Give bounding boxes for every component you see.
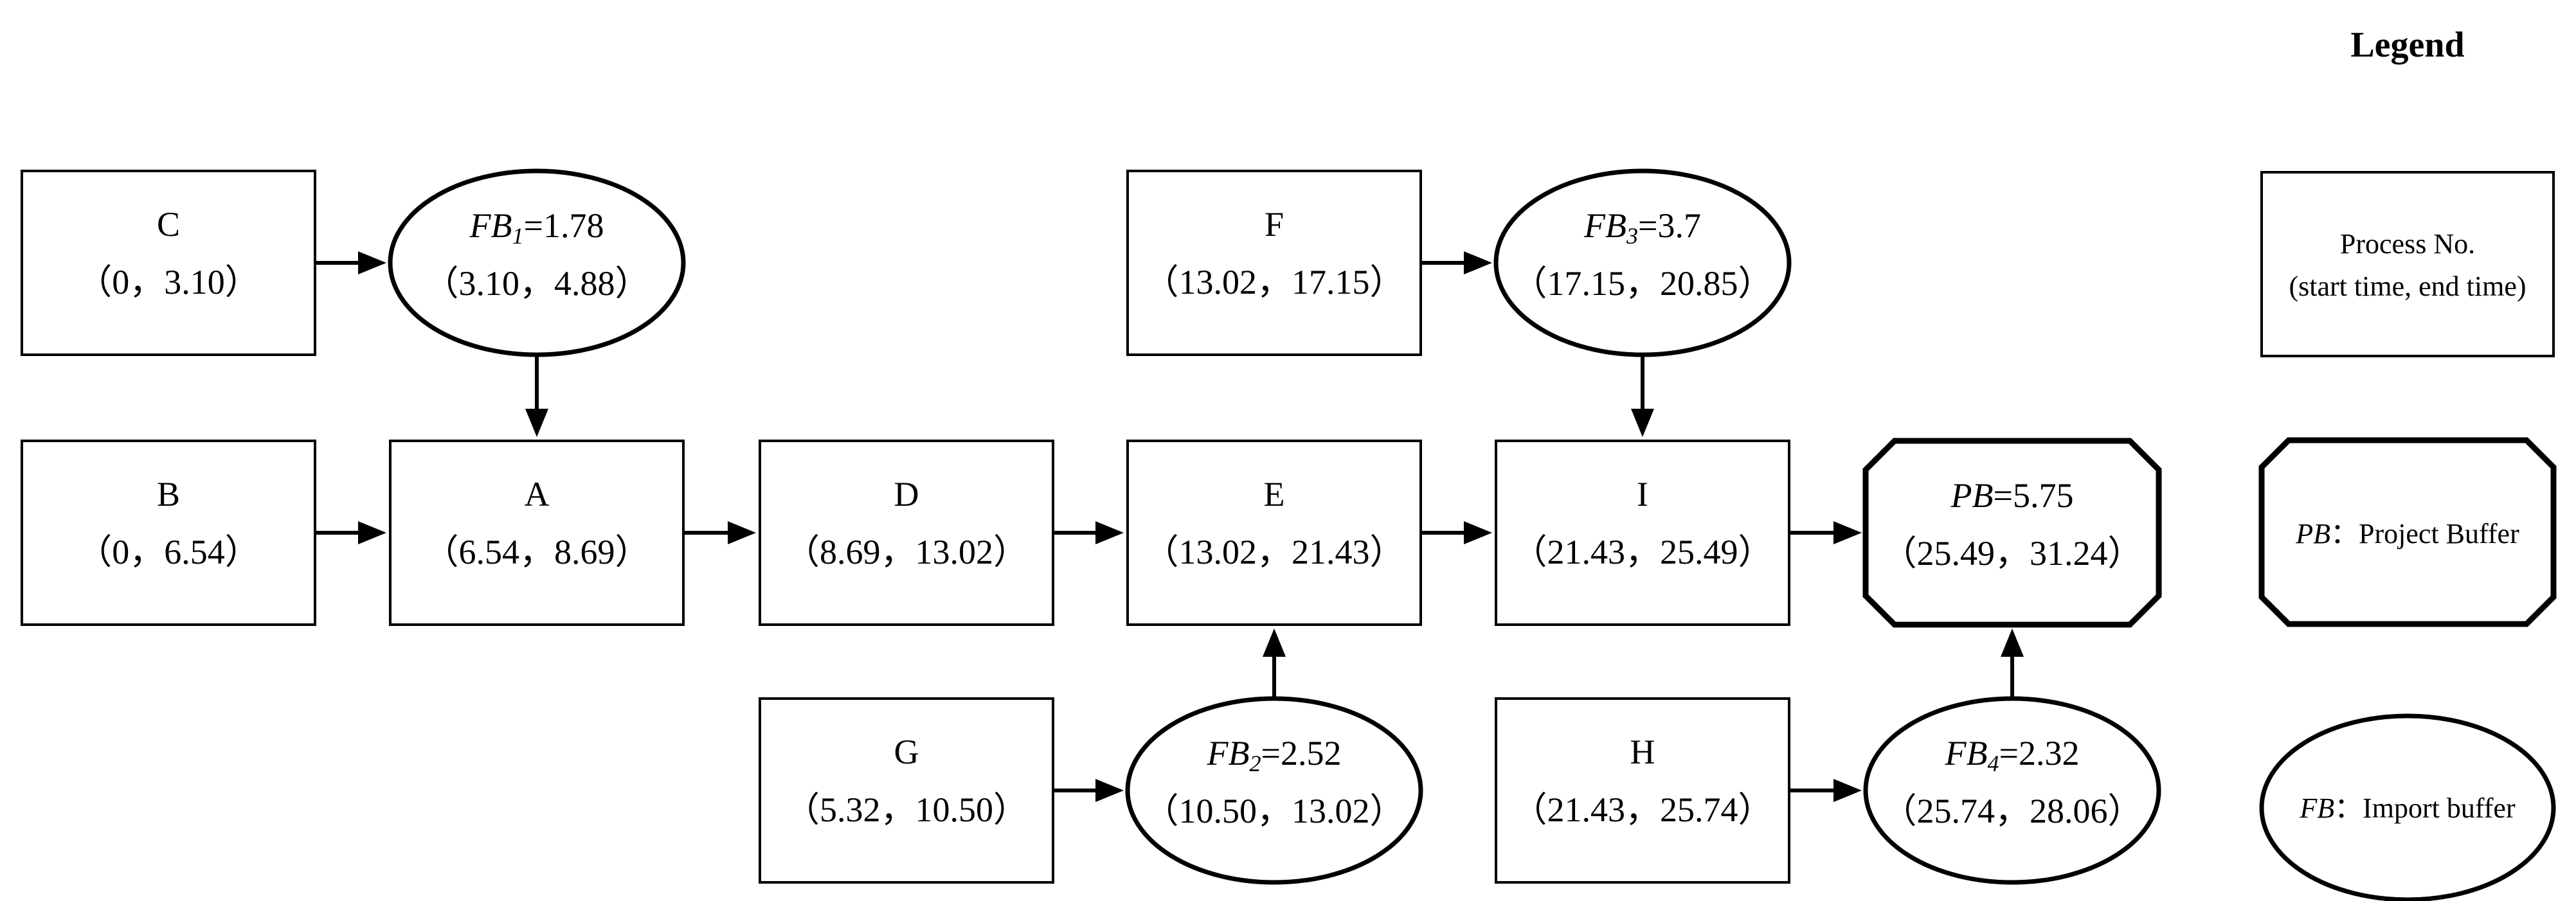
process-box [1126, 170, 1422, 356]
process-label: H [1630, 733, 1655, 771]
node-b: B （0，6.54） [21, 440, 316, 626]
process-box [21, 440, 316, 626]
process-box [1495, 440, 1790, 626]
legend-process-times-label: (start time, end time) [2289, 271, 2526, 302]
process-label: G [894, 733, 919, 771]
node-fb1: FB1=1.78 （3.10，4.88） [388, 168, 686, 357]
nodes-layer: C （0，3.10） B （0，6.54） A （6.54，8.69） D （8.69，13.… [21, 168, 2162, 885]
process-times: （6.54，8.69） [424, 533, 650, 571]
node-fb3: FB3=3.7 （17.15，20.85） [1493, 168, 1792, 357]
process-times: （21.43，25.49） [1513, 533, 1773, 571]
legend: Legend Process No. (start time, end time… [2258, 25, 2557, 901]
arrowhead-icon [1263, 629, 1286, 657]
process-label: F [1265, 205, 1284, 244]
feeding-buffer-times: （3.10，4.88） [424, 264, 650, 303]
node-d: D （8.69，13.02） [759, 440, 1054, 626]
node-fb4: FB4=2.32 （25.74，28.06） [1863, 696, 2161, 885]
process-label: I [1637, 475, 1648, 513]
arrowhead-icon [358, 521, 386, 544]
arrowhead-icon [1464, 251, 1492, 274]
process-times: （13.02，17.15） [1144, 263, 1405, 301]
arrowhead-icon [1833, 779, 1862, 802]
project-buffer-label: PB=5.75 [1950, 476, 2074, 515]
legend-process-item: Process No. (start time, end time) [2260, 171, 2555, 357]
feeding-buffer-shape [1125, 696, 1423, 885]
legend-feeding-buffer-text: FB：Import buffer [2299, 792, 2516, 824]
feeding-buffer-shape [388, 168, 686, 357]
process-label: C [157, 205, 180, 244]
process-times: （0，3.10） [77, 263, 260, 301]
legend-project-buffer-item: PB：Project Buffer [2258, 437, 2557, 627]
process-times: （8.69，13.02） [785, 533, 1028, 571]
feeding-buffer-label: FB3=3.7 [1583, 206, 1701, 249]
project-buffer-times: （25.49，31.24） [1882, 534, 2143, 573]
process-box [759, 440, 1054, 626]
legend-feeding-buffer-item: FB：Import buffer [2259, 713, 2556, 901]
feeding-buffer-times: （10.50，13.02） [1144, 792, 1405, 830]
legend-project-buffer-shape [2258, 437, 2557, 627]
process-box [389, 440, 685, 626]
process-box [1126, 440, 1422, 626]
arrowhead-icon [358, 251, 386, 274]
legend-process-label: Process No. [2340, 228, 2475, 260]
process-label: B [157, 475, 180, 513]
arrowhead-icon [1095, 779, 1124, 802]
project-buffer-shape [1862, 438, 2162, 628]
arrowhead-icon [525, 409, 548, 437]
node-g: G （5.32，10.50） [759, 697, 1054, 884]
node-h: H （21.43，25.74） [1495, 697, 1790, 884]
process-times: （21.43，25.74） [1513, 790, 1773, 829]
edges-layer [315, 251, 2024, 802]
node-pb: PB=5.75 （25.49，31.24） [1862, 438, 2162, 628]
arrowhead-icon [1631, 409, 1654, 437]
process-label: A [525, 475, 550, 513]
feeding-buffer-shape [1863, 696, 2161, 885]
legend-process-box [2260, 171, 2555, 357]
node-c: C （0，3.10） [21, 170, 316, 356]
feeding-buffer-times: （17.15，20.85） [1513, 264, 1773, 303]
legend-title: Legend [2350, 25, 2464, 65]
node-e: E （13.02，21.43） [1126, 440, 1422, 626]
process-box [1495, 697, 1790, 884]
arrowhead-icon [1095, 521, 1124, 544]
arrowhead-icon [2001, 629, 2024, 657]
arrowhead-icon [728, 521, 756, 544]
feeding-buffer-label: FB2=2.52 [1207, 734, 1342, 776]
feeding-buffer-shape [1493, 168, 1792, 357]
node-f: F （13.02，17.15） [1126, 170, 1422, 356]
process-times: （5.32，10.50） [785, 790, 1028, 829]
node-fb2: FB2=2.52 （10.50，13.02） [1125, 696, 1423, 885]
feeding-buffer-label: FB1=1.78 [469, 206, 604, 249]
node-a: A （6.54，8.69） [389, 440, 685, 626]
process-box [759, 697, 1054, 884]
process-times: （13.02，21.43） [1144, 533, 1405, 571]
arrowhead-icon [1833, 521, 1862, 544]
process-label: E [1264, 475, 1285, 513]
process-box [21, 170, 316, 356]
legend-project-buffer-text: PB：Project Buffer [2295, 518, 2519, 549]
process-times: （0，6.54） [77, 533, 260, 571]
process-label: D [894, 475, 919, 513]
legend-feeding-buffer-shape [2259, 713, 2556, 901]
node-i: I （21.43，25.49） [1495, 440, 1790, 626]
arrowhead-icon [1464, 521, 1492, 544]
feeding-buffer-label: FB4=2.32 [1945, 734, 2080, 776]
feeding-buffer-times: （25.74，28.06） [1882, 792, 2143, 830]
